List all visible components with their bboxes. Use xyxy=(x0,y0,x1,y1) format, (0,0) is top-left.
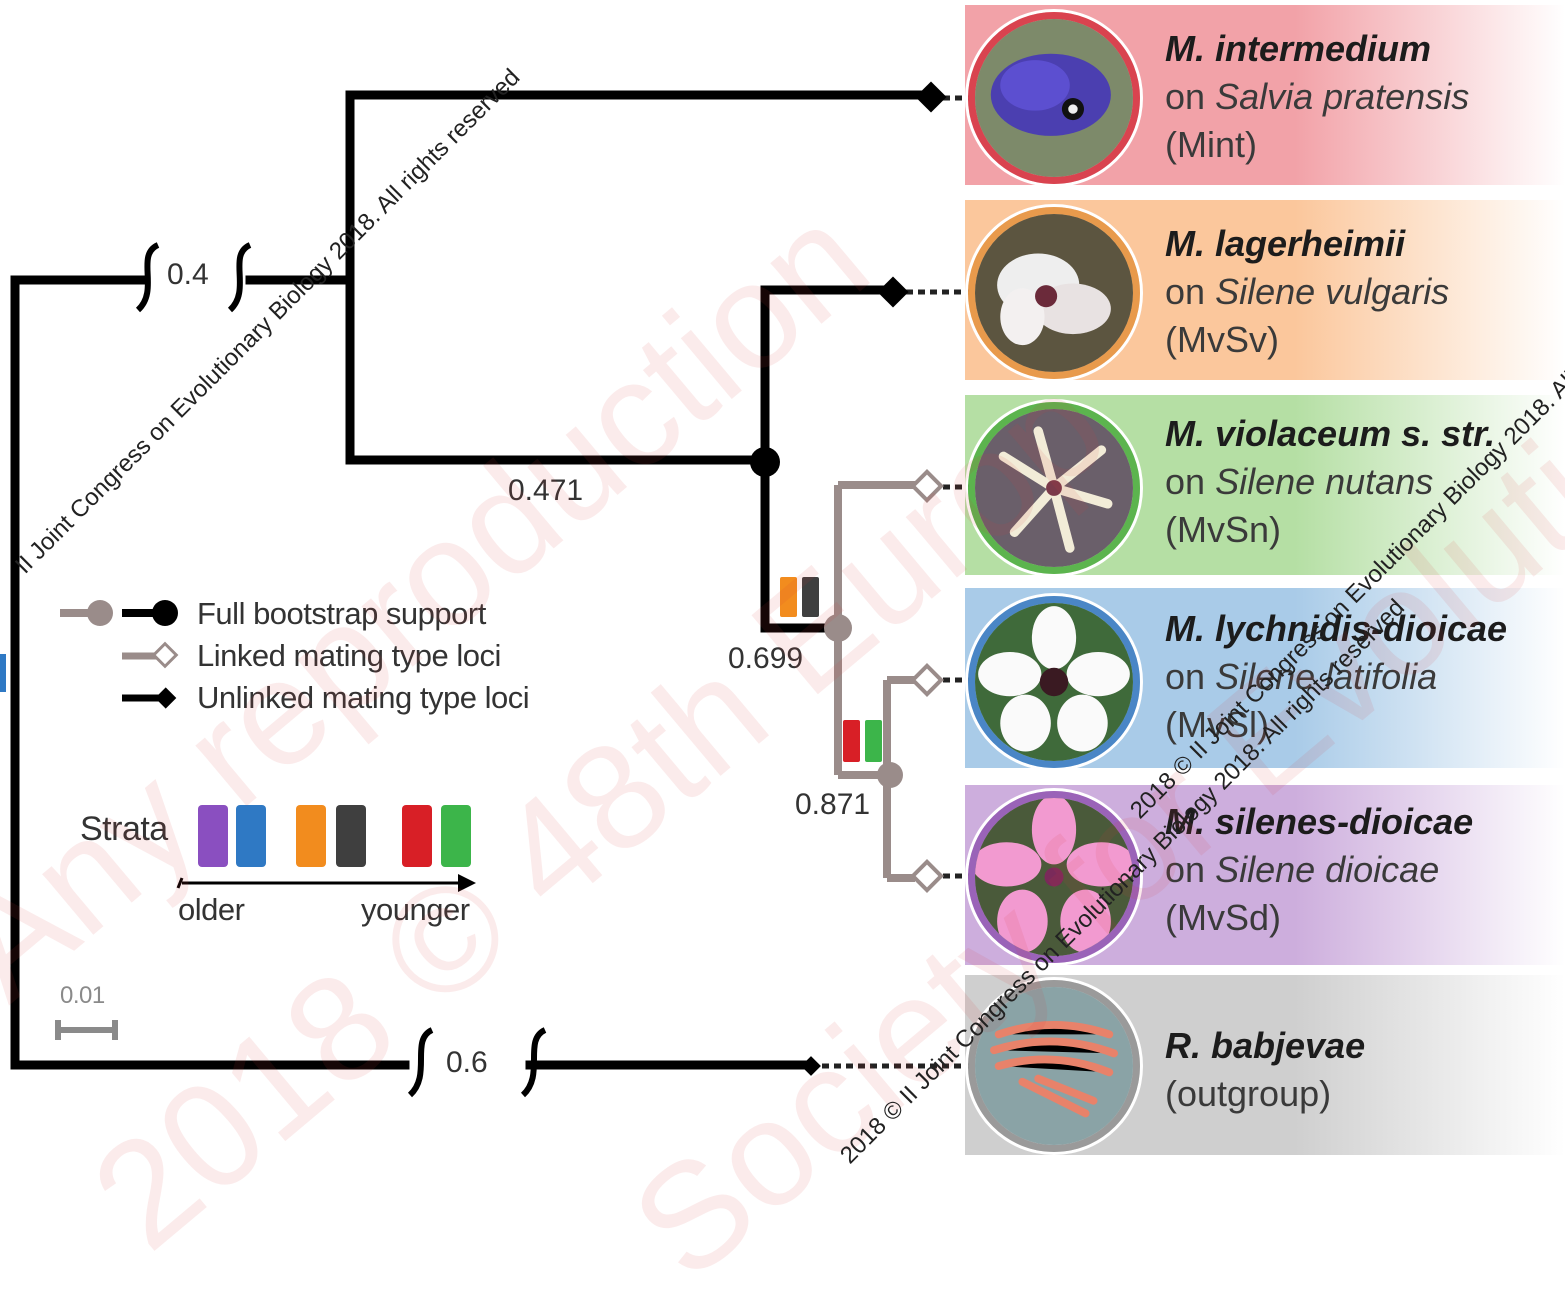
strata-swatch-2 xyxy=(236,805,266,867)
host-abbr: (MvSn) xyxy=(1165,509,1281,550)
taxon-label-5: M. silenes-dioicae on Silene dioicae (Mv… xyxy=(1165,798,1473,942)
species-name: M. violaceum s. str. xyxy=(1165,413,1496,454)
unlinked-tip-outgroup xyxy=(801,1056,821,1076)
unlinked-tip-mvsv xyxy=(877,276,909,308)
support-value-0699: 0.699 xyxy=(728,642,804,675)
scale-bar-label: 0.01 xyxy=(60,982,105,1009)
host-abbr: (outgroup) xyxy=(1165,1073,1332,1114)
taxon-label-1: M. intermedium on Salvia pratensis (Mint… xyxy=(1165,25,1469,169)
host-line: on Silene dioicae xyxy=(1165,849,1440,890)
species-name: M. intermedium xyxy=(1165,28,1432,69)
species-name: M. lagerheimii xyxy=(1165,223,1406,264)
strata-swatch-5 xyxy=(402,805,432,867)
linked-tip-mvsl xyxy=(910,663,944,697)
pale-flower-photo xyxy=(968,402,1140,574)
strata-swatch-4 xyxy=(336,805,366,867)
linked-tip-mvsn xyxy=(910,469,944,503)
host-line: on Silene vulgaris xyxy=(1165,271,1450,312)
culture-plate-photo xyxy=(968,980,1140,1152)
white-pink-flower-photo xyxy=(968,207,1140,379)
branch-break-value-upper: 0.4 xyxy=(167,258,209,291)
support-value-0471: 0.471 xyxy=(508,474,584,507)
host-abbr: (MvSd) xyxy=(1165,897,1281,938)
strata-swatch-6 xyxy=(441,805,471,867)
species-name: M. silenes-dioicae xyxy=(1165,801,1474,842)
node-0699 xyxy=(824,614,852,642)
host-abbr: (MvSl) xyxy=(1165,704,1269,745)
legend-linked: Linked mating type loci xyxy=(197,638,501,673)
dotted-connectors xyxy=(822,95,975,1069)
strata-younger-label: younger xyxy=(361,892,470,927)
strata-older-label: older xyxy=(178,892,245,927)
tip-markers xyxy=(801,81,947,1076)
branch-break-marks xyxy=(135,242,547,1098)
legend-full-support: Full bootstrap support xyxy=(197,596,486,631)
host-abbr: (Mint) xyxy=(1165,124,1257,165)
species-name: R. babjevae xyxy=(1165,1025,1366,1066)
support-value-0871: 0.871 xyxy=(795,788,871,821)
strata-marker-younger xyxy=(843,720,882,762)
taxon-label-2: M. lagerheimii on Silene vulgaris (MvSv) xyxy=(1165,220,1449,364)
edge-mark xyxy=(0,654,6,692)
legend-unlinked: Unlinked mating type loci xyxy=(197,680,530,715)
host-line: on Silene latifolia xyxy=(1165,656,1438,697)
strata-marker-older xyxy=(780,577,819,617)
strata-swatch-1 xyxy=(198,805,228,867)
legend-symbols xyxy=(60,600,179,709)
taxon-label-3: M. violaceum s. str. on Silene nutans (M… xyxy=(1165,410,1495,554)
unlinked-tip-mint xyxy=(915,81,947,113)
taxon-label-4: M. lychnidis-dioicae on Silene latifolia… xyxy=(1165,605,1507,749)
white-flower-photo xyxy=(968,596,1140,768)
branch-break-value-lower: 0.6 xyxy=(446,1046,488,1079)
host-abbr: (MvSv) xyxy=(1165,319,1279,360)
taxon-label-6: R. babjevae (outgroup) xyxy=(1165,1022,1365,1118)
strata-title: Strata xyxy=(80,810,168,848)
host-line: on Silene nutans xyxy=(1165,461,1434,502)
purple-flower-photo xyxy=(968,12,1140,184)
node-0871 xyxy=(877,762,903,788)
host-line: on Salvia pratensis xyxy=(1165,76,1470,117)
phylogenetic-tree xyxy=(0,81,975,1098)
strata-swatches xyxy=(198,805,471,867)
strata-swatch-3 xyxy=(296,805,326,867)
scale-bar xyxy=(55,1020,118,1040)
species-name: M. lychnidis-dioicae xyxy=(1165,608,1508,649)
strata-arrow xyxy=(176,874,476,892)
linked-tip-mvsd xyxy=(910,859,944,893)
node-0471 xyxy=(750,447,780,477)
pink-flower-photo xyxy=(968,791,1140,963)
